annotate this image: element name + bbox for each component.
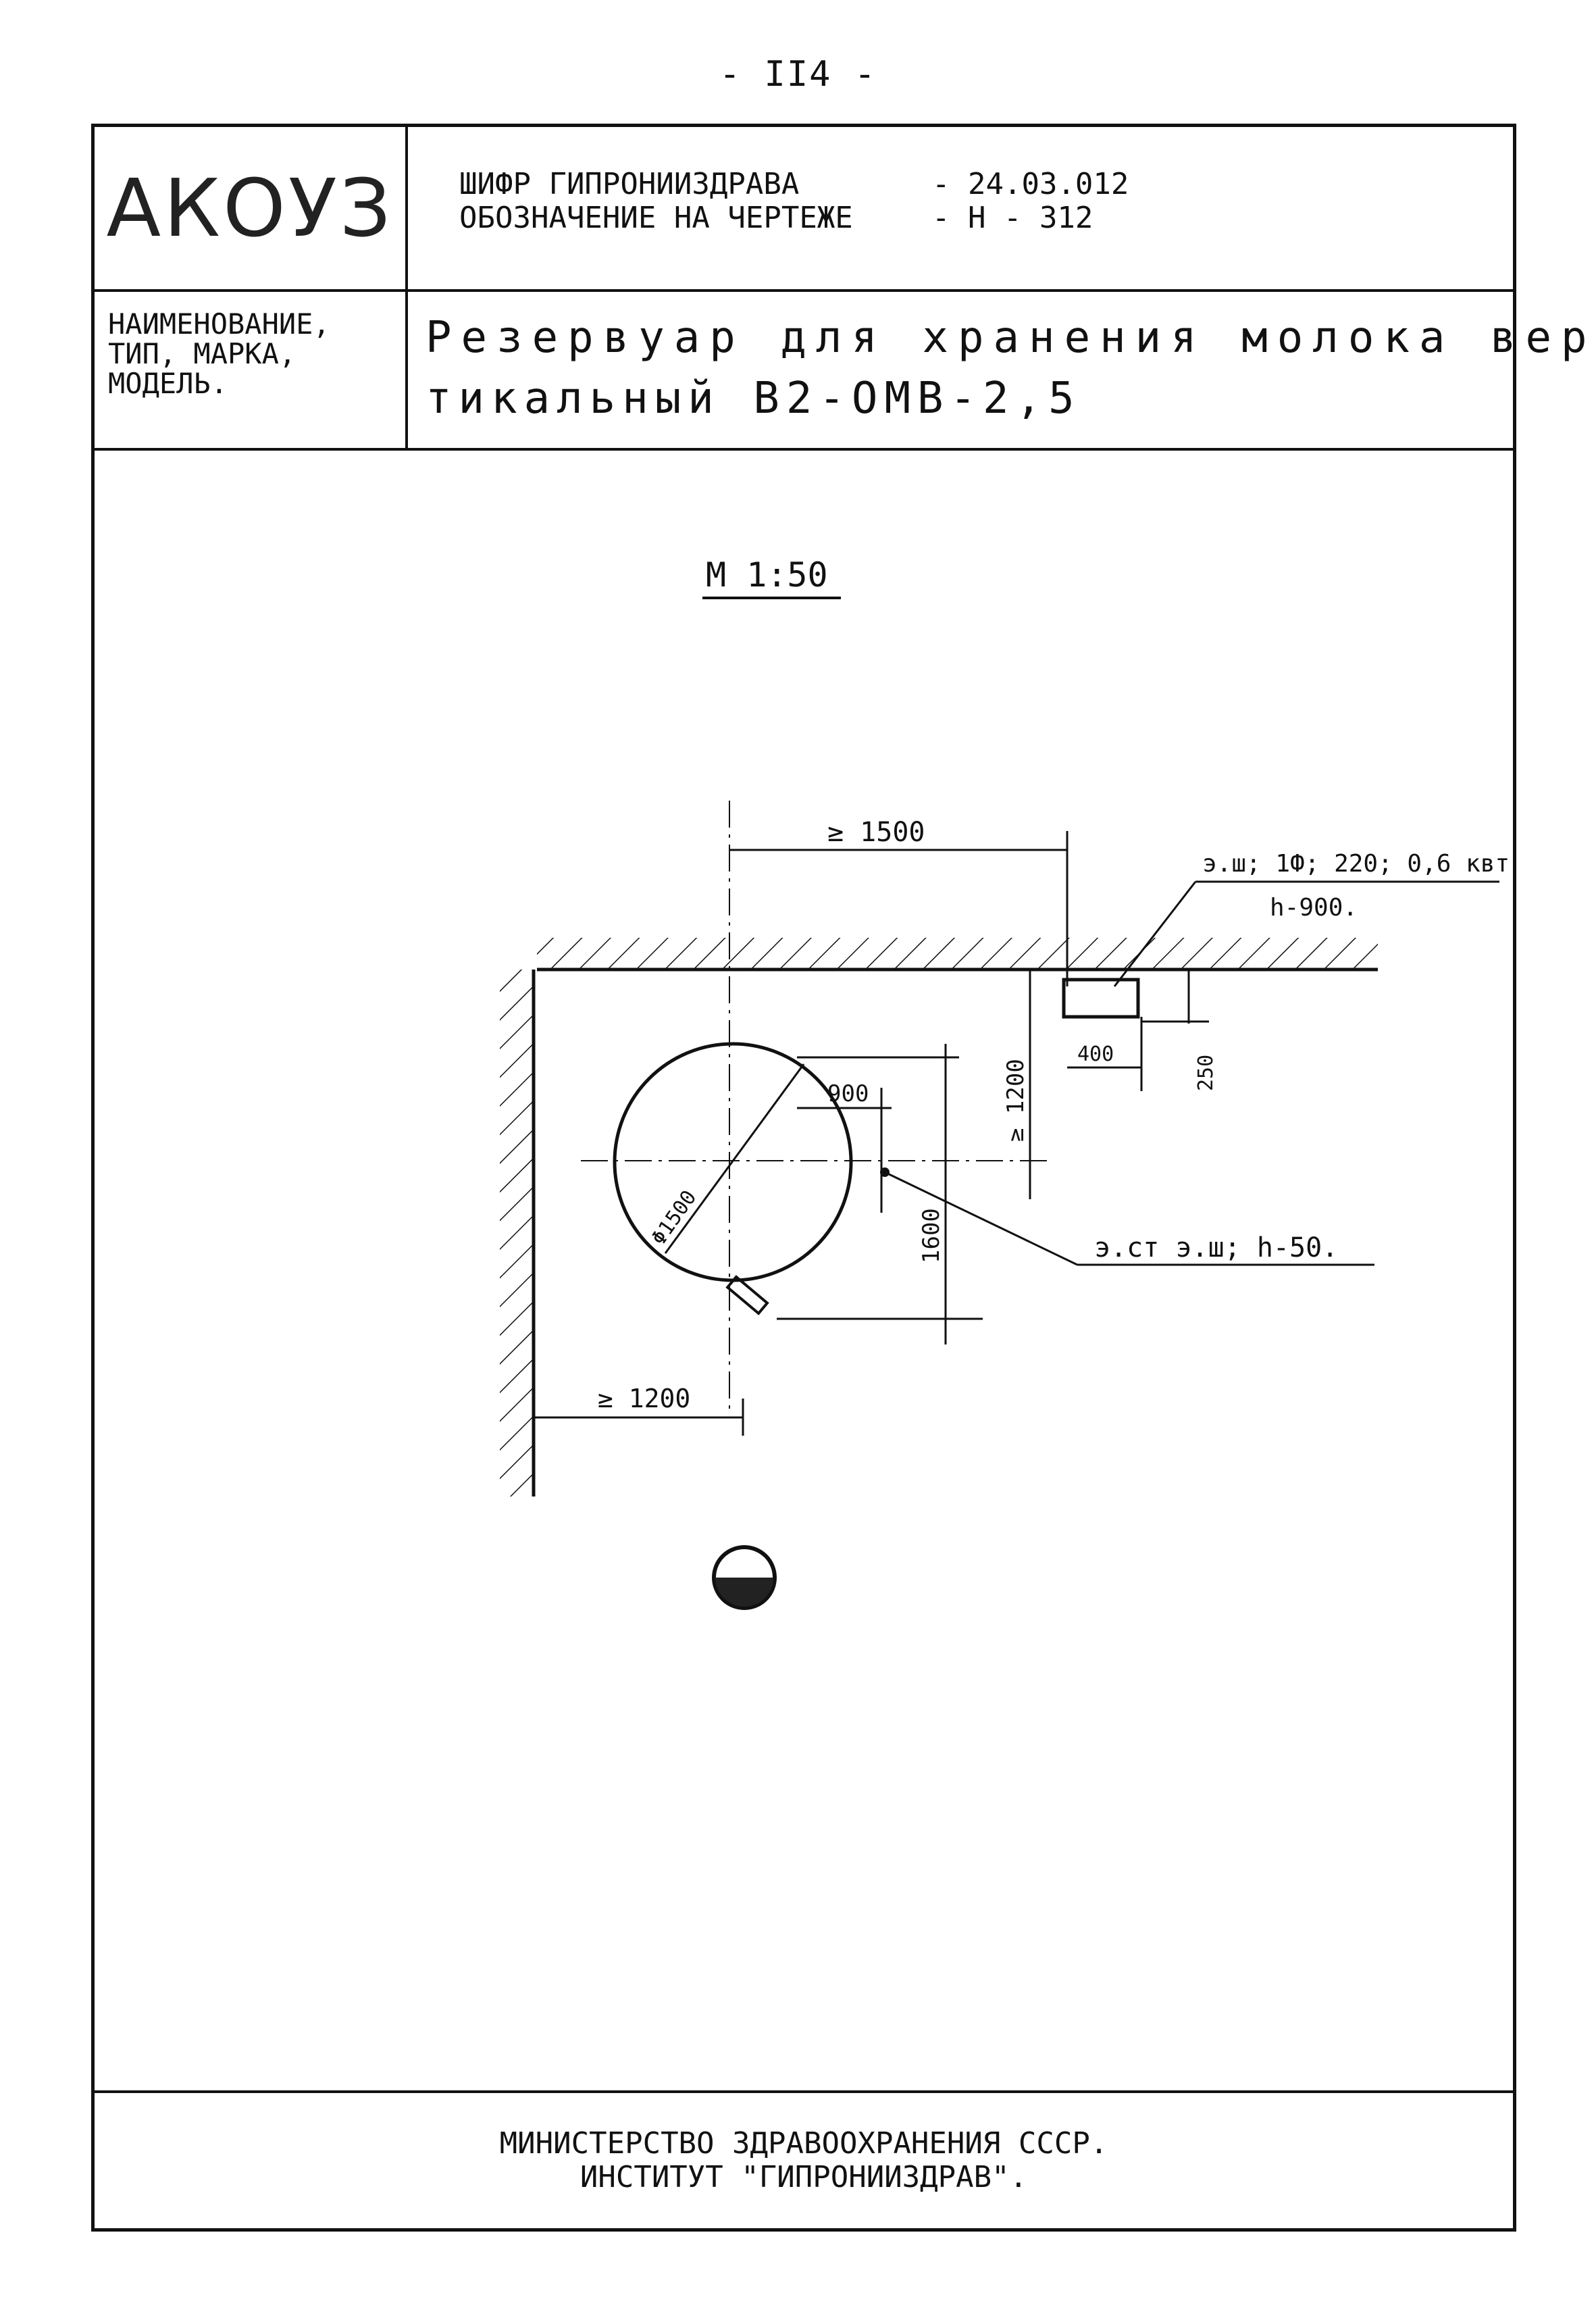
dim-400-label: 400 xyxy=(1077,1042,1114,1066)
page-number: - II4 - xyxy=(719,54,877,95)
dim-250-label: 250 xyxy=(1194,1055,1218,1091)
footer: МИНИСТЕРСТВО ЗДРАВООХРАНЕНИЯ СССР. ИНСТИ… xyxy=(95,2090,1513,2228)
tank-outlet xyxy=(725,1275,769,1315)
section-symbol-fill xyxy=(715,1578,773,1607)
scale-label: М 1:50 xyxy=(706,555,828,595)
ground-leader xyxy=(884,1171,1078,1266)
top-wall-hatching xyxy=(537,938,1378,968)
header-row xyxy=(95,127,1513,292)
section-symbol xyxy=(712,1545,777,1610)
dim-wall-1200-label: ≥ 1200 xyxy=(1002,1059,1029,1142)
diameter-line xyxy=(664,1063,805,1254)
cipher-block: ШИФР ГИПРОНИИЗДРАВА - 24.03.012 ОБОЗНАЧЕН… xyxy=(459,168,1129,235)
dim-1600-label: 1600 xyxy=(918,1208,945,1263)
equipment-name-line-1: Резервуар для хранения молока вер- xyxy=(426,313,1596,363)
name-field-label: НАИМЕНОВАНИЕ, ТИП, МАРКА, МОДЕЛЬ. xyxy=(108,307,330,400)
left-wall-hatching xyxy=(500,970,532,1496)
socket-height-label: h-900. xyxy=(1270,894,1358,922)
drawing-sheet: АКОУЗ ШИФР ГИПРОНИИЗДРАВА - 24.03.012 ОБО… xyxy=(91,124,1596,2232)
name-row xyxy=(95,289,1513,451)
footer-institute: ИНСТИТУТ "ГИПРОНИИЗДРАВ". xyxy=(580,2160,1028,2194)
dim-left-1200-label: ≥ 1200 xyxy=(598,1384,690,1413)
designation-label: ОБОЗНАЧЕНИЕ НА ЧЕРТЕЖЕ xyxy=(459,201,853,235)
socket-box xyxy=(1062,978,1140,1019)
designation-value: - Н - 312 xyxy=(932,201,1093,235)
cipher-label: ШИФР ГИПРОНИИЗДРАВА xyxy=(459,167,800,201)
socket-label: э.ш; 1Ф; 220; 0,6 квт xyxy=(1202,850,1510,878)
header-divider xyxy=(405,127,408,448)
socket-leader xyxy=(1113,881,1197,987)
ground-label: э.ст э.ш; h-50. xyxy=(1094,1232,1338,1263)
footer-ministry: МИНИСТЕРСТВО ЗДРАВООХРАНЕНИЯ СССР. xyxy=(499,2126,1108,2161)
equipment-code: АКОУЗ xyxy=(106,161,394,255)
equipment-name-line-2: тикальный В2-ОМВ-2,5 xyxy=(426,374,1081,424)
dim-900-label: 900 xyxy=(827,1080,869,1107)
dim-1500-label: ≥ 1500 xyxy=(827,817,925,848)
cipher-value: - 24.03.012 xyxy=(932,167,1129,201)
